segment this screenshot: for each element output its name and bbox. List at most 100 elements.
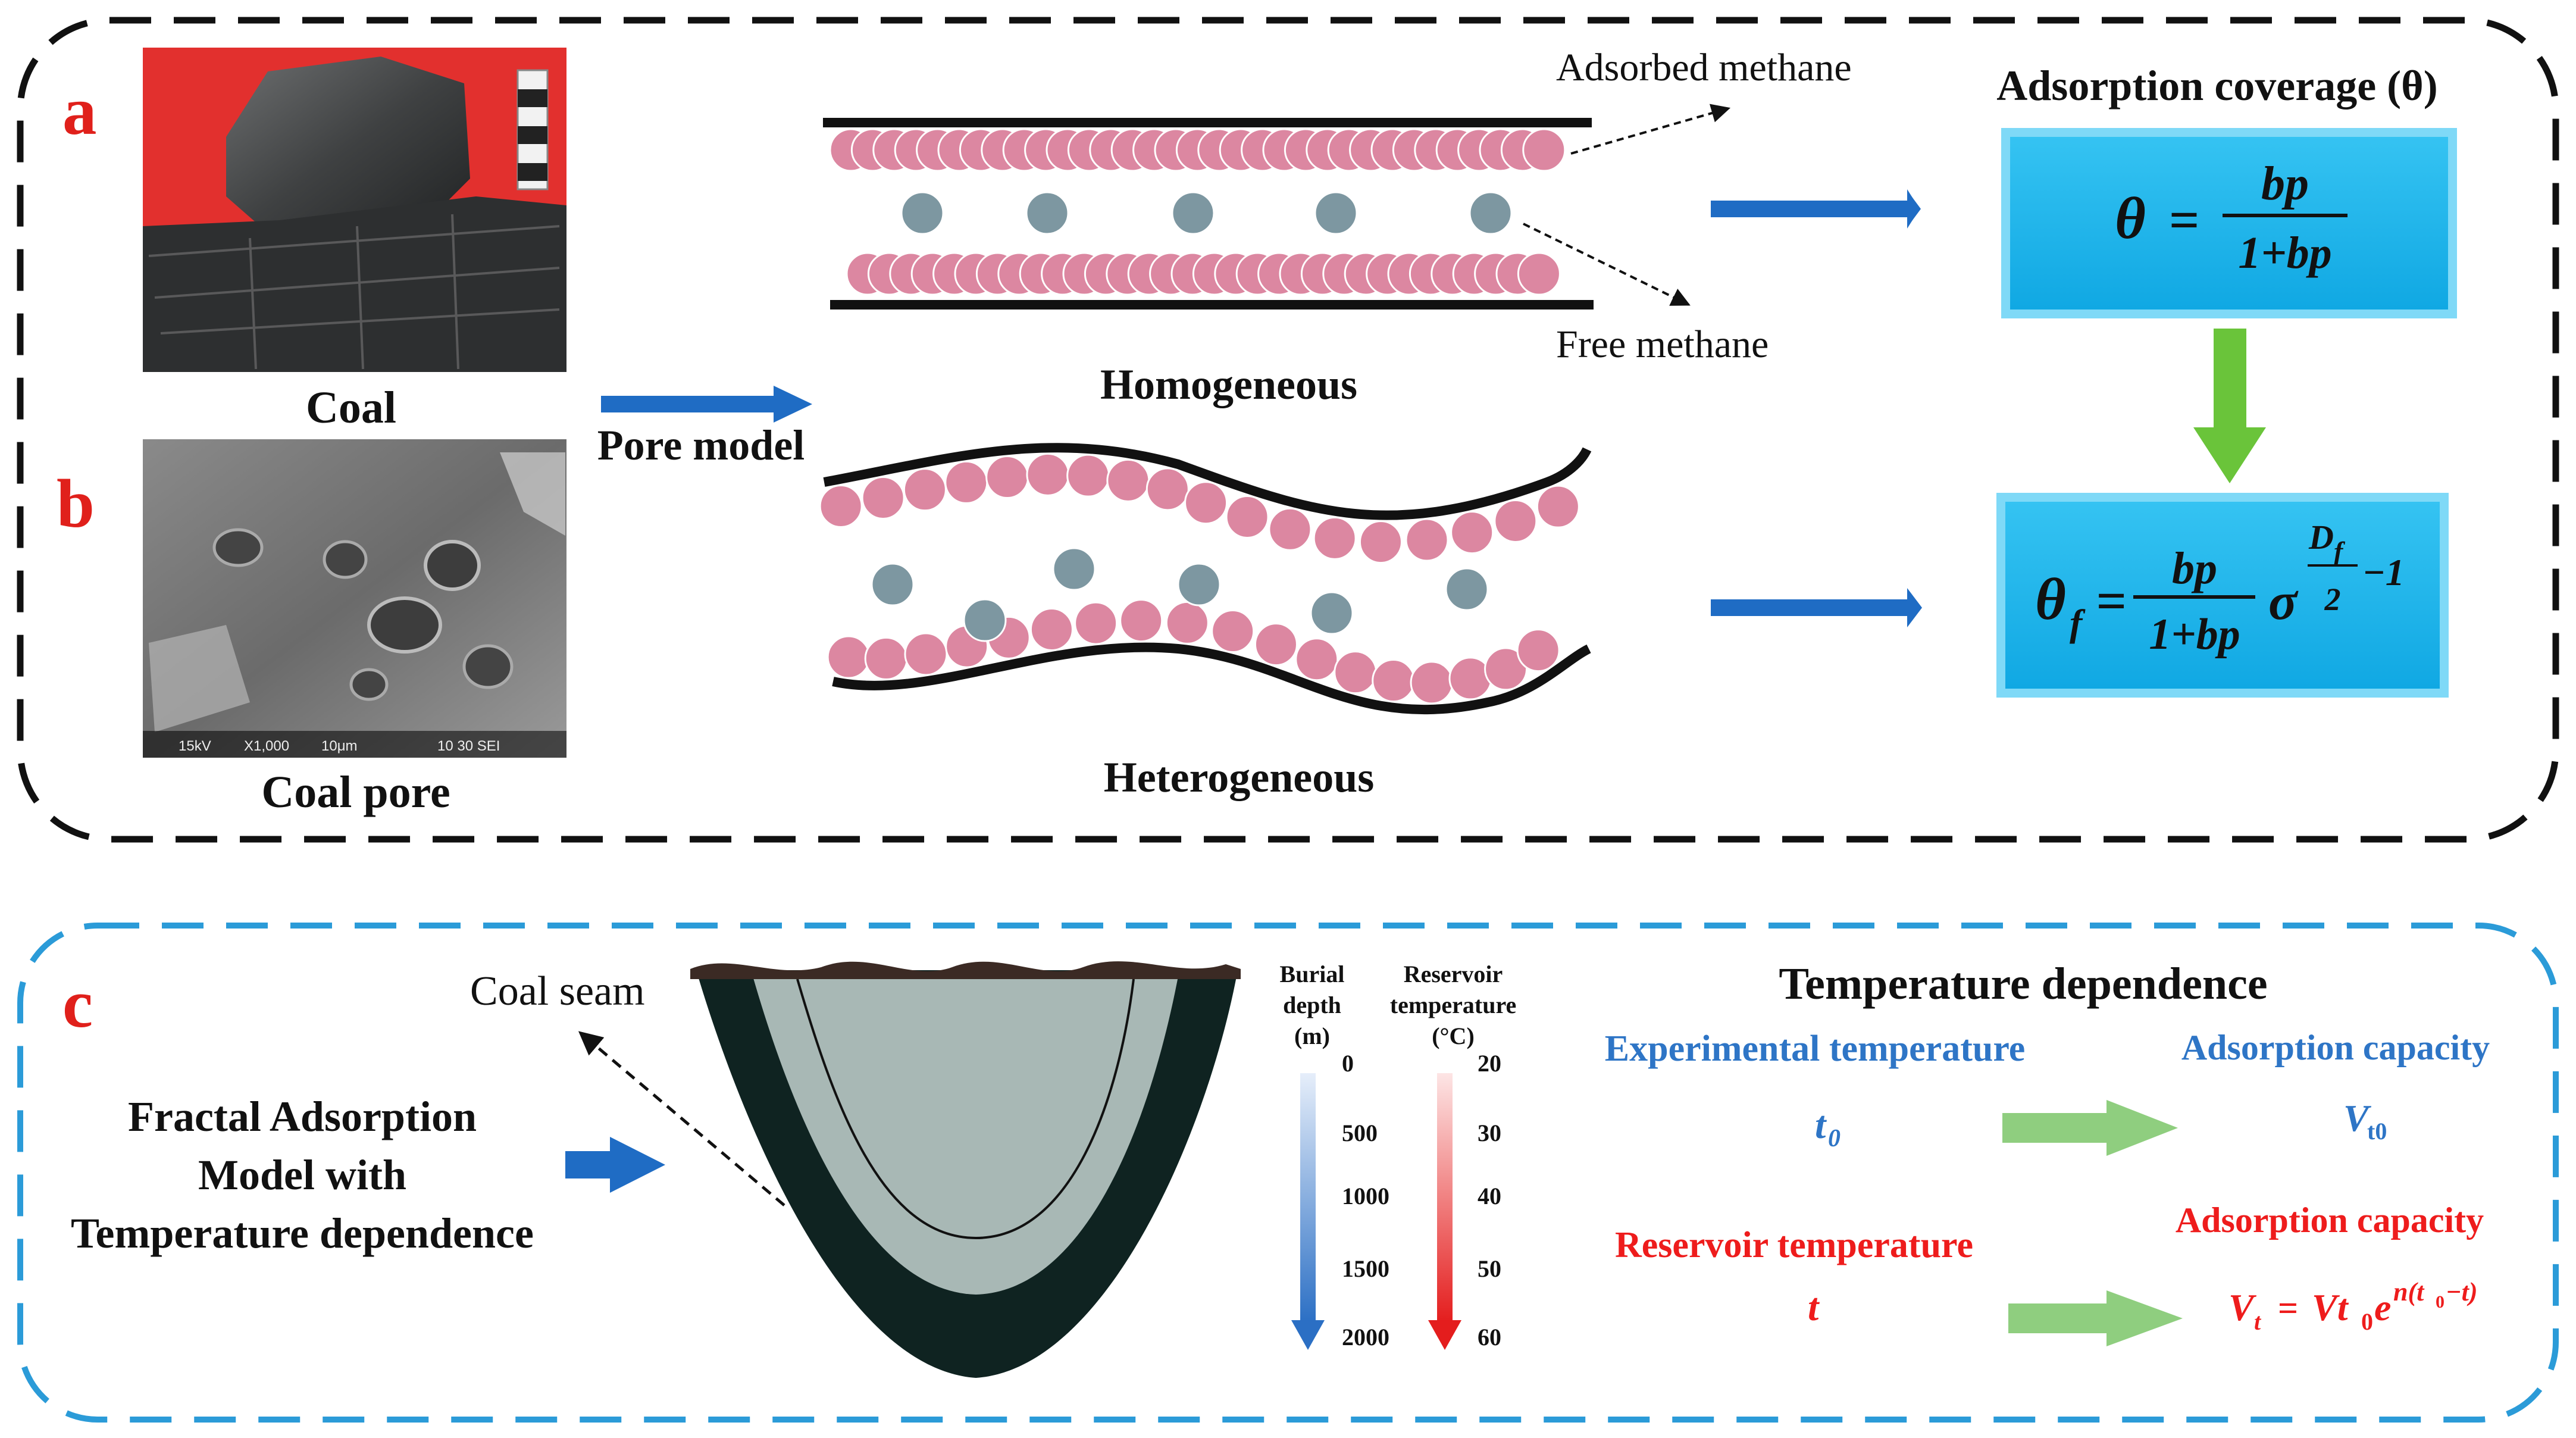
- res-temp-green-arrow: [2008, 1290, 2183, 1346]
- adsorbed-methane-molecule: [1066, 454, 1110, 498]
- vt0-subscript: t0: [2367, 1118, 2387, 1145]
- adsorbed-methane-molecule: [1522, 128, 1566, 172]
- svg-text:f: f: [2334, 536, 2346, 567]
- adsorbed-methane-molecule: [1517, 252, 1561, 296]
- free-methane-molecules: [900, 191, 1513, 235]
- svg-text:Burial: Burial: [1280, 961, 1345, 987]
- homogeneous-label: Homogeneous: [1100, 361, 1357, 408]
- free-methane-molecule: [900, 191, 944, 235]
- fractal-model-title-line3: Temperature dependence: [71, 1209, 534, 1257]
- temperature-tick-label: 40: [1478, 1183, 1501, 1209]
- adsorbed-methane-molecule: [1484, 647, 1528, 691]
- free-methane-molecules-wavy: [871, 547, 1489, 642]
- free-methane-molecule: [1445, 567, 1489, 611]
- svg-text:σ: σ: [2268, 572, 2299, 631]
- temperature-tick-label: 60: [1478, 1324, 1501, 1351]
- adsorbed-methane-top-wavy: [819, 452, 1580, 564]
- adsorbed-methane-label: Adsorbed methane: [1556, 46, 1852, 89]
- temperature-tick-label: 50: [1478, 1255, 1501, 1282]
- adsorbed-methane-molecule: [1225, 495, 1269, 539]
- svg-text:0: 0: [2436, 1292, 2444, 1312]
- free-methane-molecule: [1177, 562, 1221, 607]
- adsorbed-methane-molecule: [904, 632, 948, 676]
- t0-subscript: 0: [1828, 1125, 1841, 1152]
- green-down-arrow: [2193, 329, 2266, 483]
- svg-text:10μm: 10μm: [321, 738, 358, 754]
- adsorbed-methane-bottom-row: [846, 252, 1561, 296]
- adsorbed-methane-molecule: [1516, 629, 1560, 673]
- theta-formula-box: θ = bp 1+bp: [2001, 128, 2457, 318]
- svg-text:n(t: n(t: [2393, 1277, 2425, 1306]
- svg-text:=: =: [2096, 572, 2126, 631]
- fractal-model-title-line1: Fractal Adsorption: [128, 1093, 477, 1140]
- svg-text:2: 2: [2324, 582, 2341, 617]
- depth-tick-label: 2000: [1342, 1324, 1389, 1351]
- svg-text:1+bp: 1+bp: [2238, 228, 2331, 278]
- svg-text:(°C): (°C): [1432, 1023, 1475, 1049]
- model-to-seam-arrow: [565, 1137, 665, 1193]
- svg-text:−t): −t): [2446, 1277, 2478, 1306]
- adsorbed-methane-molecule: [903, 468, 947, 512]
- free-methane-molecule: [1314, 191, 1358, 235]
- adsorbed-methane-molecule: [1494, 499, 1538, 543]
- heterogeneous-label: Heterogeneous: [1104, 754, 1375, 801]
- panel-letter-c: c: [62, 966, 93, 1042]
- free-methane-molecule: [1469, 191, 1513, 235]
- depth-tick-label: 500: [1342, 1120, 1378, 1146]
- svg-text:t: t: [2254, 1308, 2262, 1335]
- coal-seam-leader: [578, 1031, 785, 1206]
- adsorbed-methane-molecule: [1295, 637, 1339, 682]
- adsorbed-methane-molecule: [1254, 623, 1298, 667]
- homogeneous-pore: [823, 118, 1594, 310]
- adsorbed-methane-molecule: [1359, 520, 1403, 564]
- svg-text:Vt: Vt: [2312, 1286, 2349, 1328]
- adsorbed-methane-molecule: [1106, 458, 1150, 502]
- coal-pore-label: Coal pore: [261, 767, 450, 817]
- free-methane-leader: [1523, 223, 1691, 306]
- svg-text:bp: bp: [2172, 543, 2217, 593]
- adsorbed-methane-molecule: [1536, 484, 1580, 529]
- homogeneous-to-formula-arrow: [1711, 189, 1921, 229]
- adsorbed-methane-molecule: [1026, 452, 1070, 496]
- depth-tick-label: 1000: [1342, 1183, 1389, 1209]
- temperature-dependence-title: Temperature dependence: [1779, 959, 2267, 1009]
- adsorbed-methane-molecule: [1184, 481, 1228, 525]
- svg-text:bp: bp: [2261, 158, 2309, 210]
- svg-text:−1: −1: [2362, 551, 2405, 593]
- vt-formula: V t = Vt 0 e n(t 0 −t): [2228, 1277, 2478, 1335]
- panel-ab-frame: [17, 17, 2559, 843]
- free-methane-molecule: [1052, 547, 1096, 591]
- panel-letter-b: b: [57, 466, 95, 542]
- temperature-tick-label: 30: [1478, 1120, 1501, 1146]
- free-methane-molecule: [1025, 191, 1069, 235]
- coal-photo: [143, 48, 566, 372]
- adsorbed-methane-molecule: [827, 635, 871, 679]
- adsorbed-methane-molecule: [1334, 651, 1378, 695]
- t-symbol: t: [1808, 1286, 1820, 1329]
- adsorbed-methane-molecule: [1029, 607, 1073, 651]
- adsorbed-methane-leader: [1570, 104, 1731, 155]
- adsorbed-methane-molecule: [1268, 507, 1312, 551]
- svg-text:X1,000: X1,000: [244, 738, 289, 754]
- svg-text:=: =: [2168, 191, 2199, 250]
- adsorbed-methane-molecule: [1410, 661, 1454, 705]
- adsorption-coverage-title: Adsorption coverage (θ): [1996, 62, 2437, 110]
- fractal-model-title-line2: Model with: [198, 1151, 406, 1199]
- theta-f-formula-box: θ f = bp 1+bp σ D f 2 −1: [1996, 493, 2449, 698]
- pore-model-arrow: [601, 386, 812, 423]
- svg-text:D: D: [2308, 518, 2334, 557]
- adsorbed-methane-molecule: [861, 476, 905, 520]
- t0-symbol: t: [1815, 1103, 1827, 1147]
- svg-text:Reservoir: Reservoir: [1404, 961, 1503, 987]
- svg-text:e: e: [2374, 1286, 2391, 1328]
- depth-tick-label: 0: [1342, 1050, 1354, 1077]
- adsorption-capacity-label-2: Adsorption capacity: [2176, 1201, 2484, 1240]
- adsorbed-methane-molecule: [985, 455, 1029, 499]
- svg-text:θ: θ: [2115, 185, 2146, 251]
- svg-text:=: =: [2278, 1289, 2298, 1328]
- heterogeneous-to-formula-arrow: [1711, 588, 1922, 627]
- adsorbed-methane-molecule: [864, 636, 908, 680]
- svg-text:(m): (m): [1294, 1023, 1330, 1049]
- panel-c-frame: [17, 923, 2559, 1423]
